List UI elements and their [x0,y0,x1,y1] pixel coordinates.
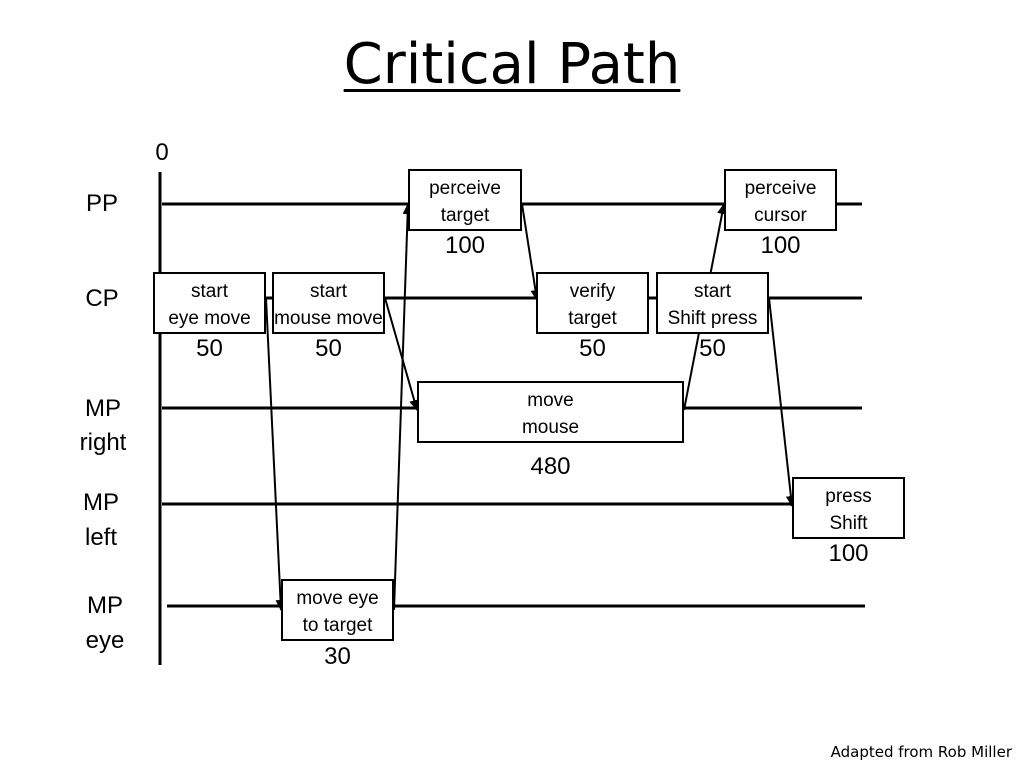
operator-label: mouse move [274,308,383,329]
lane-label-mpe: eye [86,627,125,654]
slide-title-text: Critical Path [343,32,681,97]
operator-label: cursor [754,205,807,226]
operator-label: Shift press [668,308,758,329]
operator-duration: 50 [579,335,606,362]
operator-label: Shift [829,513,868,534]
operator-duration: 100 [760,232,800,259]
operator-move-mouse: move mouse 480 [417,381,684,480]
operator-box [408,169,522,231]
operator-perceive-cursor: perceive cursor 100 [724,169,837,259]
operator-label: move [527,390,573,411]
operator-box [417,381,684,443]
operator-duration: 100 [828,540,868,567]
time-origin-label: 0 [155,139,168,166]
operator-label: verify [570,281,616,302]
operator-duration: 50 [196,335,223,362]
lane-label-mpr: MP [85,395,121,422]
operator-box [792,477,905,539]
operator-duration: 100 [445,232,485,259]
dependency-arrow-start-shift-press-to-press-shift [768,297,796,507]
operator-verify-target: verify target 50 [536,272,649,362]
operator-label: perceive [745,178,817,199]
operator-box [153,272,266,334]
operator-start-mouse-move: start mouse move 50 [272,272,385,362]
operator-label: start [694,281,732,302]
operator-duration: 50 [315,335,342,362]
operator-label: target [441,205,490,226]
operator-box [724,169,837,231]
operator-label: mouse [522,417,579,438]
lane-label-mpe: MP [87,592,123,619]
operator-label: start [191,281,229,302]
lane-label-mpr: right [80,429,127,456]
operator-move-eye-to-target: move eye to target 30 [281,579,394,670]
operator-label: press [825,486,871,507]
dependency-arrow-start-mouse-move-to-move-mouse [384,297,420,411]
operator-label: to target [303,615,373,636]
dependency-arrow-perceive-target-to-verify-target [521,203,541,301]
lane-label-mpl: left [85,524,117,551]
operator-duration: 480 [530,453,570,480]
operator-duration: 50 [699,335,726,362]
operator-label: target [568,308,617,329]
dependency-arrow-move-eye-to-target-to-perceive-target [393,203,413,611]
operator-label: start [310,281,348,302]
operator-box [656,272,769,334]
operator-label: move eye [296,588,378,609]
operator-box [281,579,394,641]
operator-label: eye move [168,308,250,329]
operator-duration: 30 [324,643,351,670]
operator-start-eye-move: start eye move 50 [153,272,266,362]
operator-box [272,272,385,334]
credit-text: Adapted from Rob Miller [830,743,1012,761]
operator-perceive-target: perceive target 100 [408,169,522,259]
dependency-arrow-start-eye-move-to-move-eye-to-target [265,297,286,611]
slide-title: Critical Path [0,30,1024,100]
lane-label-pp: PP [86,190,118,217]
operator-boxes: start eye move 50 start mouse move 50 move eye… [153,169,905,670]
operator-label: perceive [429,178,501,199]
lane-label-cp: CP [85,285,118,312]
lane-label-mpl: MP [83,489,119,516]
operator-box [536,272,649,334]
